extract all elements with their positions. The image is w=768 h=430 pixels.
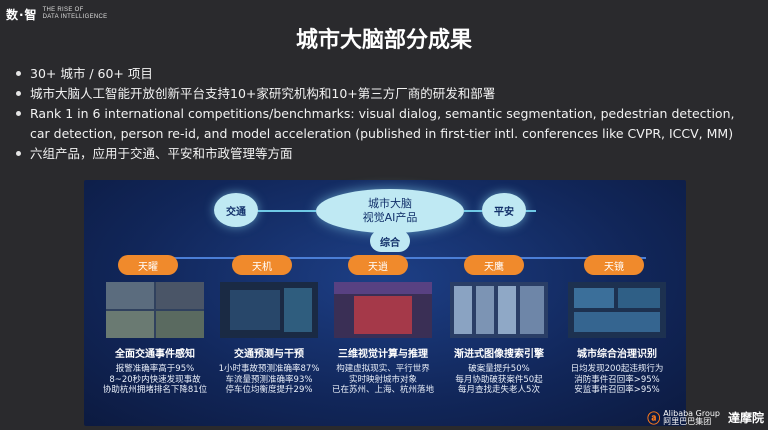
node-traffic: 交通	[214, 193, 258, 227]
product-tag-tianjing: 天镜	[584, 255, 644, 275]
alibaba-en: Alibaba Group	[663, 408, 720, 418]
logo: 数·智 THE RISE OF DATA INTELLIGENCE	[6, 4, 107, 24]
desc-line: 构建虚拟现实、平行世界	[336, 364, 430, 374]
hub-line-2: 视觉AI产品	[362, 211, 418, 224]
damo-logo: 達摩院	[727, 411, 764, 425]
node-integrated: 综合	[370, 230, 410, 252]
node-traffic-label: 交通	[226, 206, 246, 218]
product-tag-tianxiao: 天逍	[348, 255, 408, 275]
product-title-tianxiao: 三维视觉计算与推理	[338, 349, 428, 360]
desc-line: 报警准确率高于95%	[115, 364, 195, 374]
product-title-tianyao: 全面交通事件感知	[115, 349, 195, 360]
desc-line: 1小时事故预测准确率87%	[218, 364, 320, 374]
logo-line-2: DATA INTELLIGENCE	[42, 14, 108, 20]
product-image-tianxiao	[334, 282, 432, 338]
product-tag-tianying: 天鹰	[464, 255, 524, 275]
desc-line: 车流量预测准确率93%	[225, 374, 313, 385]
desc-line: 每月协助破获案件50起	[455, 374, 543, 385]
hub-node: 城市大脑 视觉AI产品	[316, 189, 464, 233]
desc-line: 破案量提升50%	[468, 364, 530, 374]
alibaba-logo: ⓐ Alibaba Group 阿里巴巴集团	[647, 408, 720, 427]
alibaba-icon: ⓐ	[647, 412, 661, 427]
product-title-tianji: 交通预测与干预	[234, 349, 304, 360]
bullet-item: Rank 1 in 6 international competitions/b…	[14, 104, 754, 144]
desc-line: 消防事件召回率>95%	[574, 374, 660, 385]
page-title: 城市大脑部分成果	[295, 28, 472, 53]
node-safety-label: 平安	[494, 206, 514, 218]
product-image-tianjing	[568, 282, 666, 338]
logo-line-1: THE RISE OF	[42, 7, 84, 13]
bullet-item: 30+ 城市 / 60+ 项目	[14, 64, 754, 84]
desc-line: 已在苏州、上海、杭州落地	[331, 385, 434, 395]
product-image-tianying	[450, 282, 548, 338]
products-diagram: 交通 城市大脑 视觉AI产品 平安 综合 天曜 全面交通事件感知 报警准确率高于…	[84, 180, 686, 426]
logo-text: THE RISE OF DATA INTELLIGENCE	[43, 7, 108, 21]
product-image-tianji	[220, 282, 318, 338]
bullet-item: 六组产品，应用于交通、平安和市政管理等方面	[14, 144, 754, 164]
node-safety: 平安	[482, 193, 526, 227]
desc-line: 8~20秒内快速发现事故	[109, 374, 201, 385]
node-integrated-label: 综合	[380, 237, 400, 249]
desc-line: 每月查找走失老人5次	[458, 385, 540, 395]
bullet-list: 30+ 城市 / 60+ 项目 城市大脑人工智能开放创新平台支持10+家研究机构…	[14, 64, 754, 164]
bullet-item: 城市大脑人工智能开放创新平台支持10+家研究机构和10+第三方厂商的研发和部署	[14, 84, 754, 104]
desc-line: 安监事件召回率>95%	[574, 385, 660, 395]
product-desc-tianji: 1小时事故预测准确率87% 车流量预测准确率93% 停车位均衡度提升29%	[212, 364, 326, 396]
alibaba-cn: 阿里巴巴集团	[663, 416, 712, 426]
product-tag-tianyao: 天曜	[118, 255, 178, 275]
product-desc-tianyao: 报警准确率高于95% 8~20秒内快速发现事故 协助杭州拥堵排名下降81位	[98, 364, 212, 396]
product-image-tianyao	[106, 282, 204, 338]
logo-mark: 数·智	[6, 7, 38, 22]
product-desc-tianjing: 日均发现200起违规行为 消防事件召回率>95% 安监事件召回率>95%	[560, 364, 674, 396]
connector-left	[246, 210, 316, 212]
product-desc-tianying: 破案量提升50% 每月协助破获案件50起 每月查找走失老人5次	[442, 364, 556, 396]
desc-line: 协助杭州拥堵排名下降81位	[102, 385, 208, 395]
product-desc-tianxiao: 构建虚拟现实、平行世界 实时映射城市对象 已在苏州、上海、杭州落地	[326, 364, 440, 396]
desc-line: 实时映射城市对象	[348, 374, 417, 385]
product-title-tianjing: 城市综合治理识别	[577, 349, 657, 360]
footer-logos: ⓐ Alibaba Group 阿里巴巴集团 達摩院	[647, 408, 764, 427]
product-tag-tianji: 天机	[232, 255, 292, 275]
product-title-tianying: 渐进式图像搜索引擎	[454, 349, 544, 360]
desc-line: 停车位均衡度提升29%	[225, 385, 313, 395]
desc-line: 日均发现200起违规行为	[570, 364, 664, 374]
hub-line-1: 城市大脑	[368, 197, 412, 210]
